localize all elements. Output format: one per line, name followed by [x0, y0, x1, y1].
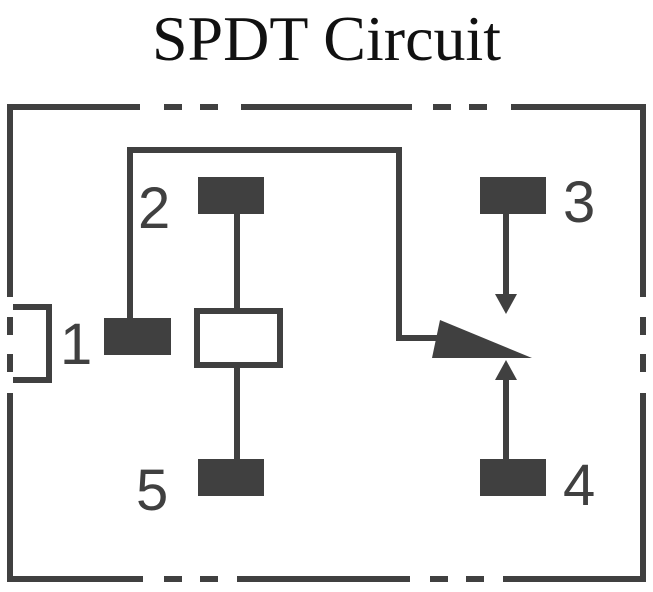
pin-1-label: 1: [60, 312, 92, 377]
pin-5-pad: [198, 459, 264, 496]
pin-3-pad: [480, 177, 546, 214]
contact-4-arrowhead-icon: [495, 360, 517, 380]
pin-4-pad: [480, 459, 546, 496]
pin-5-label: 5: [136, 458, 168, 523]
pin-4-label: 4: [563, 453, 595, 518]
switch-armature: [432, 320, 532, 358]
relay-coil: [194, 308, 283, 368]
pin-1-pad: [104, 318, 171, 355]
diagram-title: SPDT Circuit: [151, 3, 502, 74]
pin-3-label: 3: [563, 170, 595, 235]
contact-3-arrowhead-icon: [495, 294, 517, 314]
pin-1-bracket: [13, 304, 52, 383]
pin-2-label: 2: [138, 176, 170, 241]
pin-2-pad: [198, 177, 264, 214]
common-wire: [127, 147, 440, 341]
